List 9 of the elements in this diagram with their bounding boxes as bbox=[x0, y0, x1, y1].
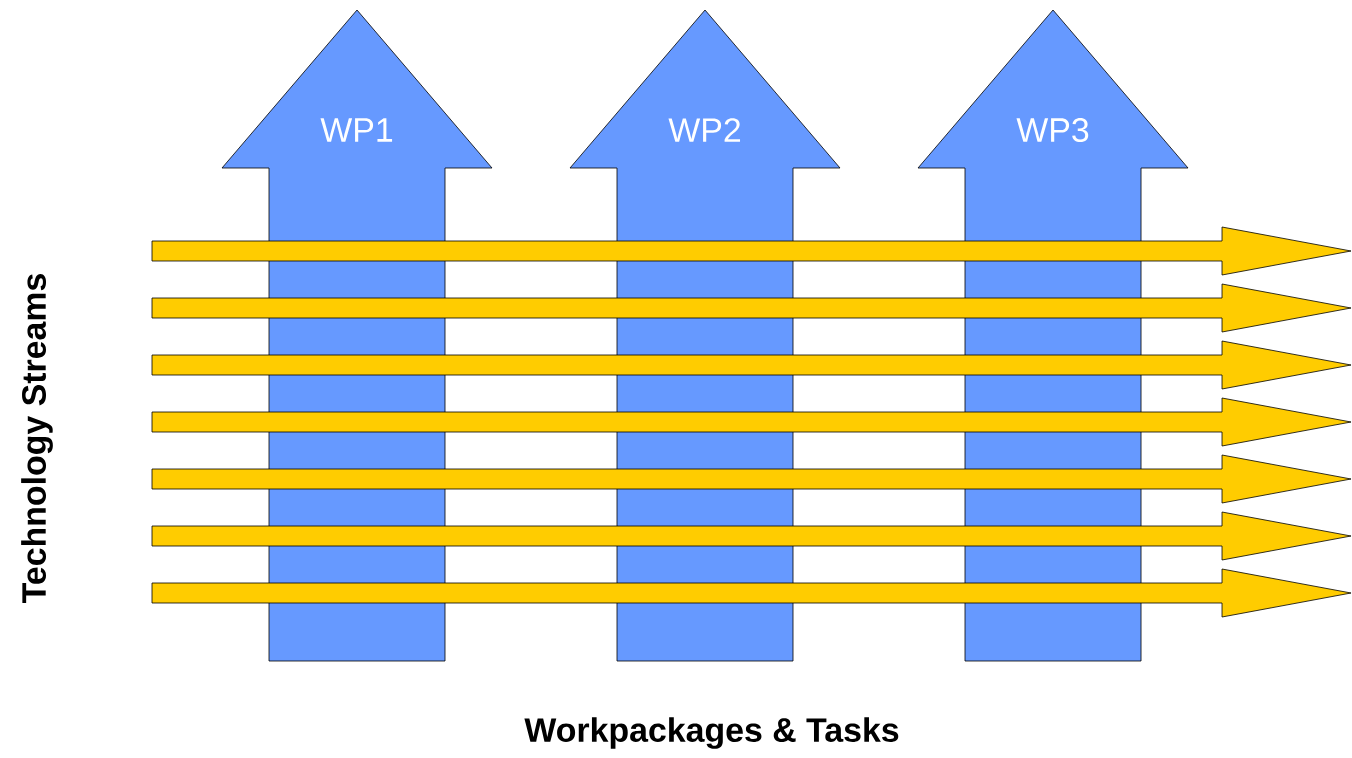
stream-arrow bbox=[151, 340, 1352, 390]
stream-arrow bbox=[151, 397, 1352, 447]
stream-arrow bbox=[151, 283, 1352, 333]
stream-arrow bbox=[151, 226, 1352, 276]
stream-arrow bbox=[151, 511, 1352, 561]
axis-label: Workpackages & Tasks bbox=[524, 717, 899, 749]
stream-arrow bbox=[151, 454, 1352, 504]
stream-arrow bbox=[151, 568, 1352, 618]
axis-label: Technology Streams bbox=[21, 274, 53, 603]
